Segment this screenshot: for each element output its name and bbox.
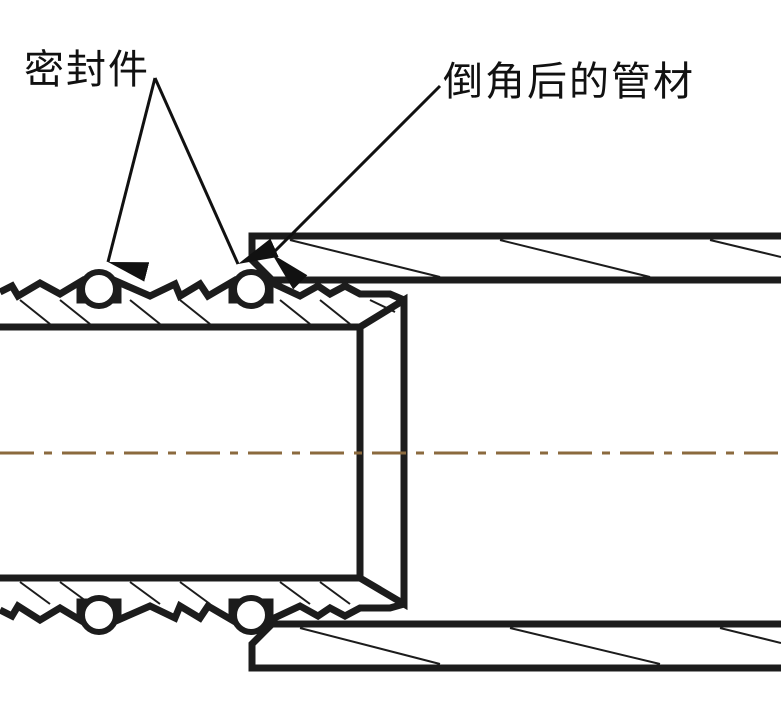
seal-leader-2: [153, 77, 279, 265]
seal-label: 密封件: [24, 47, 150, 93]
leader-arrows: [106, 77, 442, 290]
chamfered-tube-label: 倒角后的管材: [443, 59, 695, 105]
seal-bottom-1: [79, 595, 119, 635]
seal-bottom-2: [231, 595, 271, 635]
seals: [79, 269, 271, 635]
seal-leader-1: [106, 77, 157, 282]
fitting-hatching: [19, 299, 396, 605]
fitting-top-serrations: [0, 275, 406, 304]
tube-leader: [270, 84, 442, 290]
fitting-bottom-serrations: [0, 598, 405, 627]
tube-bottom-wall: [248, 620, 781, 672]
tube-hatching: [289, 239, 781, 665]
tube-top-wall: [248, 232, 781, 284]
seal-top-2: [231, 269, 271, 309]
fitting-body: [0, 275, 408, 627]
seal-top-1: [79, 269, 119, 309]
